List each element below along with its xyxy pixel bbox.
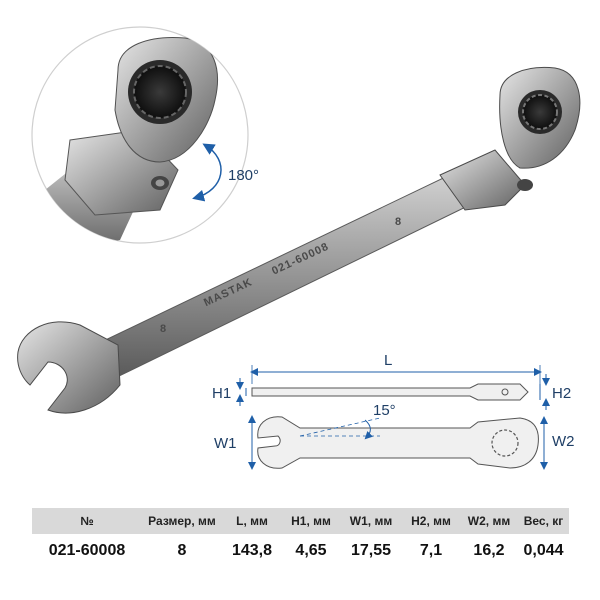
dim-label-W2: W2 [552,433,575,450]
cell-number: 021-60008 [32,534,142,568]
dim-label-H2: H2 [552,385,571,402]
header-h1: H1, мм [282,508,340,534]
size-mark-shaft: 8 [160,323,167,335]
dim-label-L: L [384,352,392,369]
size-mark-head: 8 [395,216,402,228]
spec-header-row: № Размер, мм L, мм H1, мм W1, мм H2, мм … [32,508,569,534]
cell-w2: 16,2 [460,534,518,568]
cell-weight: 0,044 [518,534,569,568]
header-h2: H2, мм [402,508,460,534]
rotation-arrow-icon [192,143,222,202]
header-w2: W2, мм [460,508,518,534]
angle-label: 15° [373,402,396,419]
header-w1: W1, мм [340,508,402,534]
dimension-drawing [236,365,550,470]
dim-label-W1: W1 [214,435,237,452]
cell-size: 8 [142,534,222,568]
dim-label-H1: H1 [212,385,231,402]
cell-w1: 17,55 [340,534,402,568]
wrench-image: MASTAK 021-60008 8 8 [17,66,581,414]
header-length: L, мм [222,508,282,534]
table-row: 021-60008 8 143,8 4,65 17,55 7,1 16,2 0,… [32,534,569,568]
rotation-label: 180° [228,167,259,184]
header-number: № [32,508,142,534]
spec-table: № Размер, мм L, мм H1, мм W1, мм H2, мм … [32,508,569,568]
cell-h1: 4,65 [282,534,340,568]
header-weight: Вес, кг [518,508,569,534]
cell-h2: 7,1 [402,534,460,568]
cell-length: 143,8 [222,534,282,568]
zoom-inset: 180° [31,26,259,244]
header-size: Размер, мм [142,508,222,534]
